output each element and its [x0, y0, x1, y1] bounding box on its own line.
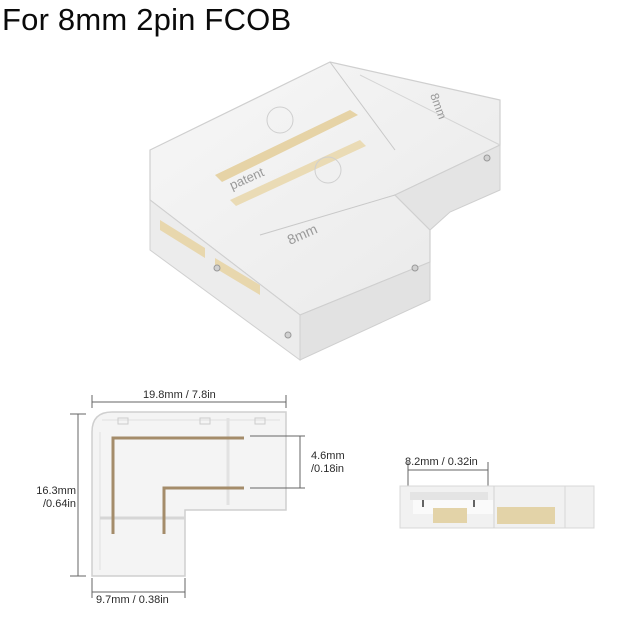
height-dimension-label-2: /0.64in [42, 498, 76, 510]
pin-spacing-label-1: 4.6mm [311, 450, 345, 462]
side-view-drawing [380, 440, 620, 560]
height-dimension-label-1: 16.3mm [36, 485, 76, 497]
product-title: For 8mm 2pin FCOB [2, 2, 292, 37]
width-dimension-label: 19.8mm / 7.8in [143, 389, 216, 401]
pin-spacing-label-2: /0.18in [311, 463, 345, 475]
connector-3d-render: patent 8mm 8mm [0, 40, 640, 380]
depth-dimension-label: 8.2mm / 0.32in [405, 456, 478, 468]
connector-illustration: patent 8mm 8mm [149, 61, 501, 361]
top-view-drawing [0, 380, 380, 640]
leg-width-label: 9.7mm / 0.38in [96, 594, 169, 606]
